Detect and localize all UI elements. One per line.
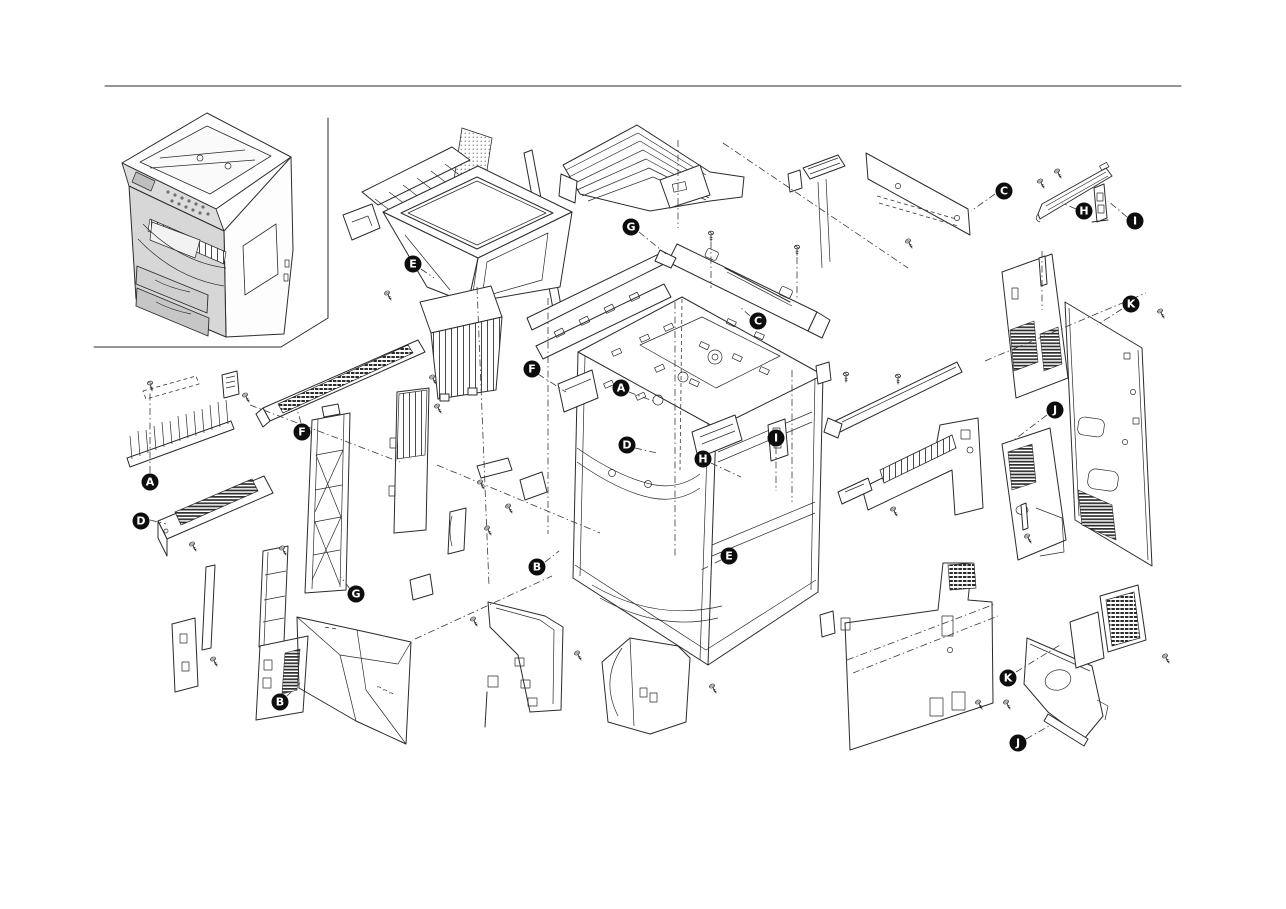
part-side-panel-bottom <box>819 562 994 751</box>
thin-sliver <box>201 564 216 651</box>
part-b-strip-assembly <box>171 545 309 721</box>
part-d-vent-panel <box>157 475 274 557</box>
part-rear-panel-upper <box>1001 253 1069 399</box>
bracket-i-top <box>1093 183 1108 223</box>
part-rail-right <box>815 361 963 439</box>
part-pentagon-cover <box>1023 637 1109 747</box>
part-g-exit-tray <box>558 124 745 212</box>
part-small-plates-mid <box>409 457 548 601</box>
part-curved-cover-bottom <box>601 637 691 735</box>
part-rear-panel-large <box>1064 301 1153 567</box>
tower-vent <box>947 562 977 591</box>
part-vent-grille <box>1099 584 1147 653</box>
inset-border <box>93 117 329 348</box>
ribbed-ramp <box>361 146 471 206</box>
panel-buttons <box>166 190 210 216</box>
part-h-i-bracket-top <box>1036 162 1113 223</box>
thin-bar <box>1038 255 1048 287</box>
bracket-h-mid <box>691 414 743 459</box>
motor-a <box>652 394 664 406</box>
machine-overview-inset <box>121 112 294 338</box>
part-rails <box>526 249 677 360</box>
part-e-top-cover <box>342 127 573 315</box>
part-front-cover <box>296 616 412 745</box>
part-f-grille-strip <box>255 339 426 428</box>
part-a-separator-comb <box>126 370 240 468</box>
side-label <box>242 223 279 296</box>
main-frame <box>557 296 824 666</box>
assembly-lines <box>149 140 1147 740</box>
handle-wing <box>342 203 381 241</box>
paper-tray-1 <box>135 265 209 314</box>
part-sheet-small <box>1069 611 1105 669</box>
part-side-cover-L <box>837 417 984 516</box>
part-c-panel-top <box>865 152 971 236</box>
part-duct <box>419 285 503 402</box>
part-g-support-frame <box>304 403 351 594</box>
part-c-deck-strip <box>667 243 831 339</box>
paper-tray-2 <box>135 287 210 337</box>
part-ribbed-strip-vertical <box>388 387 430 534</box>
part-rear-panel-lower <box>1001 427 1067 561</box>
small-plate <box>171 617 199 693</box>
part-bracket-bottom <box>484 601 564 728</box>
panel-display <box>131 171 156 192</box>
part-clip-small <box>787 154 846 269</box>
